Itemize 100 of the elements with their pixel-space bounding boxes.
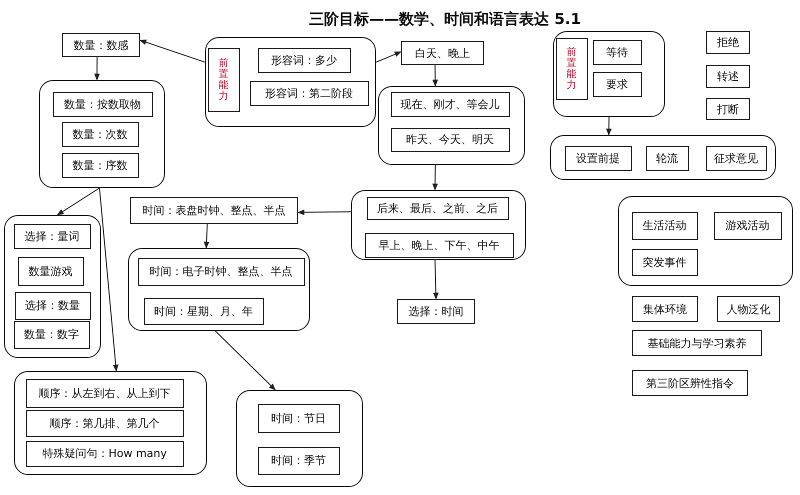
label-text: 数量：数字: [24, 327, 80, 342]
label-box: [52, 92, 153, 117]
arrow: [432, 64, 438, 87]
label-text: 现在、刚才、等会儿: [400, 96, 500, 112]
label-box: [632, 296, 698, 322]
label-text: 选择：量词: [24, 228, 80, 244]
label-text: 等待: [606, 44, 628, 60]
label-box: [14, 320, 90, 349]
label-text: 征求意见: [714, 150, 758, 166]
rounded-group: [236, 390, 363, 487]
label-text: 转述: [717, 69, 739, 84]
label-text: 打断: [717, 102, 739, 116]
label-text: 数量游戏: [28, 264, 73, 279]
label-text: 轮流: [656, 150, 678, 166]
rounded-group: [4, 215, 101, 358]
label-text: 选择：数量: [25, 298, 80, 314]
label-box: [390, 128, 510, 152]
label-box: [18, 256, 84, 286]
label-text: 生活活动: [642, 218, 687, 234]
label-text: 设置前提: [576, 150, 620, 166]
label-box: [706, 31, 750, 54]
label-box: [401, 41, 484, 65]
label-text: 时间：节日: [271, 410, 326, 426]
rounded-group: [550, 135, 776, 180]
label-box: [62, 122, 139, 147]
label-box: [14, 292, 91, 320]
label-box: [592, 72, 642, 97]
label-box: [250, 80, 369, 106]
label-text: 数量：数感: [74, 38, 128, 52]
label-box: [717, 296, 780, 322]
label-box: [26, 378, 184, 408]
label-text: 数量：序数: [72, 158, 128, 173]
label-box: [714, 212, 782, 240]
arrow: [297, 210, 352, 216]
rounded-group: [205, 37, 376, 127]
label-text: 突发事件: [642, 254, 687, 270]
label-box: [62, 33, 140, 57]
label-box: [592, 40, 642, 65]
label-text: 时间：表盘时钟、整点、半点: [142, 203, 286, 218]
arrow: [94, 56, 100, 81]
label-text: 形容词：多少: [271, 52, 338, 68]
label-text: 集体环境: [643, 302, 687, 316]
label-box: [706, 146, 767, 171]
label-text: 第三阶区辨性指令: [646, 376, 734, 390]
arrow: [433, 260, 439, 300]
label-box: [26, 410, 184, 437]
label-text: 后来、最后、之前、之后: [377, 200, 498, 216]
label-box: [26, 440, 184, 467]
vertical-label: 前置能力: [566, 46, 577, 91]
label-box: [632, 370, 748, 396]
rounded-group: [14, 371, 207, 475]
label-text: 拒绝: [717, 35, 739, 50]
label-text: 游戏活动: [726, 218, 770, 234]
label-text: 数量：次数: [72, 126, 128, 142]
label-text: 顺序：从左到右、从上到下: [38, 386, 171, 401]
arrow: [139, 40, 206, 63]
label-text: 要求: [606, 76, 628, 92]
label-box: [706, 98, 750, 120]
rounded-group: [128, 248, 310, 331]
label-box: [646, 146, 689, 171]
label-box: [258, 48, 351, 73]
arrow: [204, 224, 210, 249]
label-box: [397, 299, 475, 324]
arrow: [98, 188, 118, 372]
label-box: [62, 152, 139, 178]
label-box: [138, 258, 305, 286]
label-text: 时间：季节: [271, 453, 326, 468]
label-text: 特殊疑问句：How many: [42, 446, 167, 462]
label-panel: [556, 38, 588, 100]
label-text: 选择：时间: [408, 304, 464, 319]
label-box: [632, 330, 762, 356]
label-box: [130, 197, 298, 224]
label-text: 昨天、今天、明天: [406, 132, 494, 148]
rounded-group: [553, 31, 665, 117]
label-box: [390, 92, 510, 117]
arrow: [214, 330, 276, 390]
label-panel: [208, 48, 240, 112]
rounded-group: [618, 196, 793, 286]
label-box: [258, 404, 340, 433]
label-text: 白天、晚上: [415, 46, 470, 60]
label-text: 顺序：第几排、第几个: [50, 416, 160, 431]
label-box: [632, 212, 698, 240]
diagram-title: 三阶目标——数学、时间和语言表达 5.1: [308, 10, 582, 29]
label-box: [364, 232, 514, 258]
label-box: [366, 196, 509, 220]
label-box: [144, 298, 264, 325]
arrow: [606, 116, 612, 136]
vertical-label: 前置能力: [218, 58, 229, 102]
label-text: 数量：按数取物: [64, 96, 142, 112]
label-box: [632, 248, 698, 276]
label-box: [564, 146, 632, 171]
label-text: 早上、晚上、下午、中午: [378, 238, 500, 253]
label-box: [258, 446, 340, 475]
label-text: 时间：电子时钟、整点、半点: [150, 264, 293, 280]
label-box: [14, 224, 91, 249]
arrow: [376, 51, 402, 63]
label-text: 基础能力与学习素养: [648, 336, 746, 350]
label-box: [706, 65, 750, 88]
arrow: [56, 188, 100, 216]
rounded-group: [351, 190, 526, 260]
